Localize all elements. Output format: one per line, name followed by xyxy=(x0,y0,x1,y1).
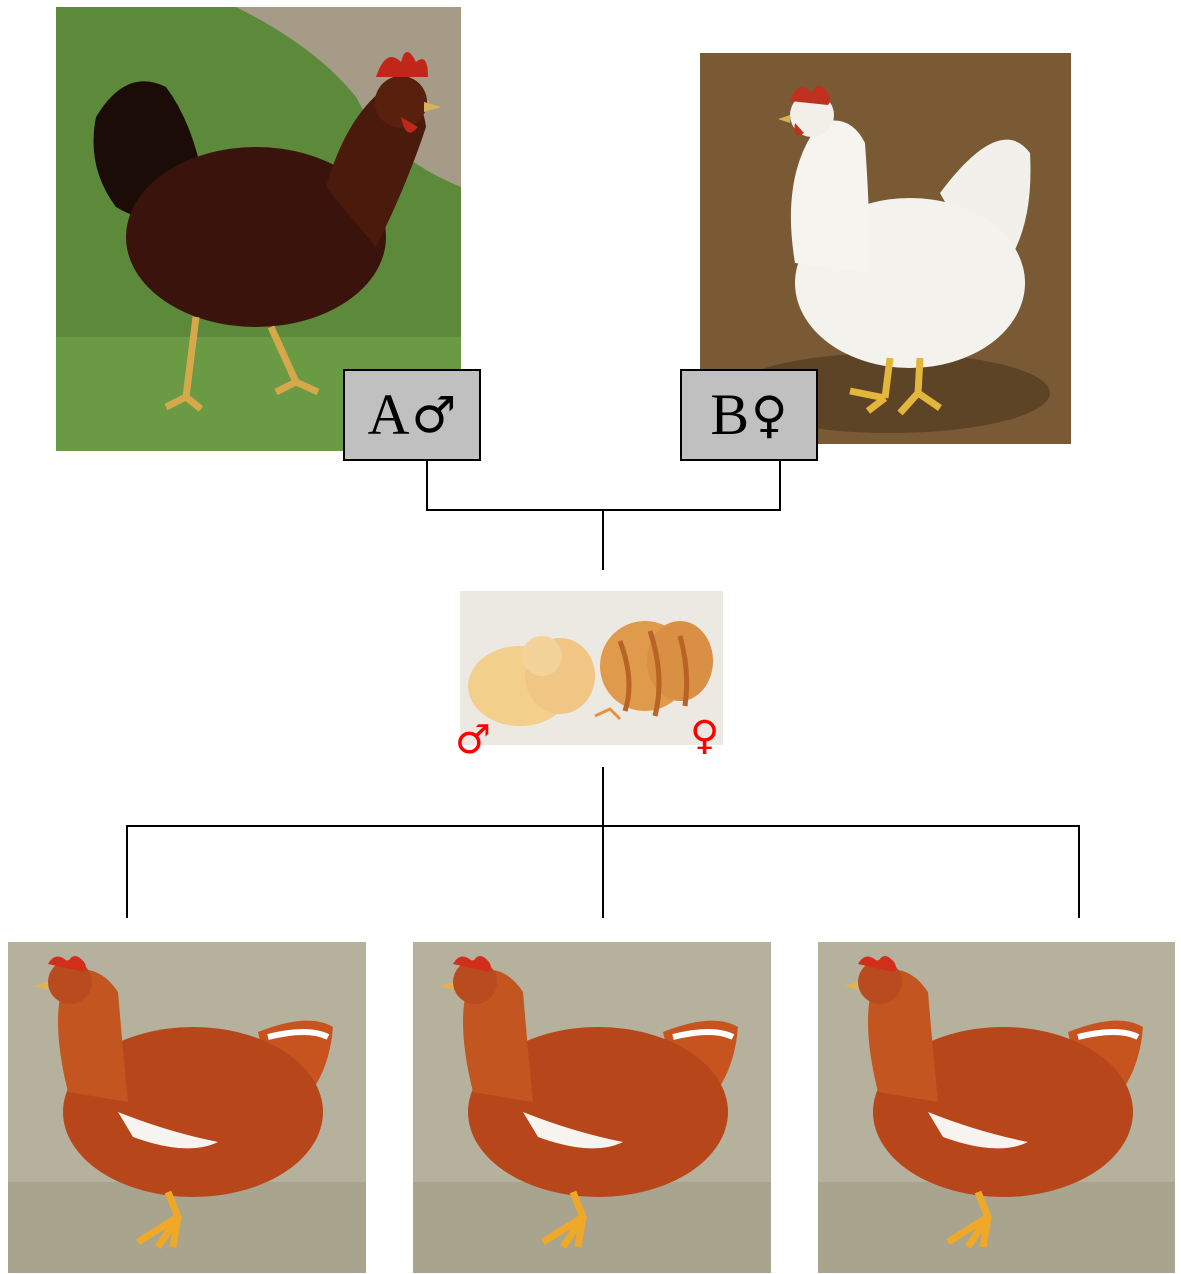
offspring-hen-photo xyxy=(818,942,1175,1273)
male-symbol-icon: ♂ xyxy=(411,386,457,444)
female-symbol-icon: ♀ xyxy=(751,386,788,444)
parent-a-letter: A xyxy=(367,382,410,447)
chicks-photo xyxy=(460,591,723,745)
connector-offspring-bar xyxy=(126,825,1080,918)
offspring-hen-photo xyxy=(413,942,771,1273)
chick-male-symbol-icon: ♂ xyxy=(455,717,491,763)
parent-a-label: A♂ xyxy=(343,369,481,461)
chick-female-symbol-icon: ♀ xyxy=(690,713,720,759)
connector-parent-a xyxy=(426,460,781,511)
offspring-hen-photo xyxy=(8,942,366,1273)
parent-b-label: B♀ xyxy=(680,369,818,461)
parent-b-letter: B xyxy=(710,382,750,447)
